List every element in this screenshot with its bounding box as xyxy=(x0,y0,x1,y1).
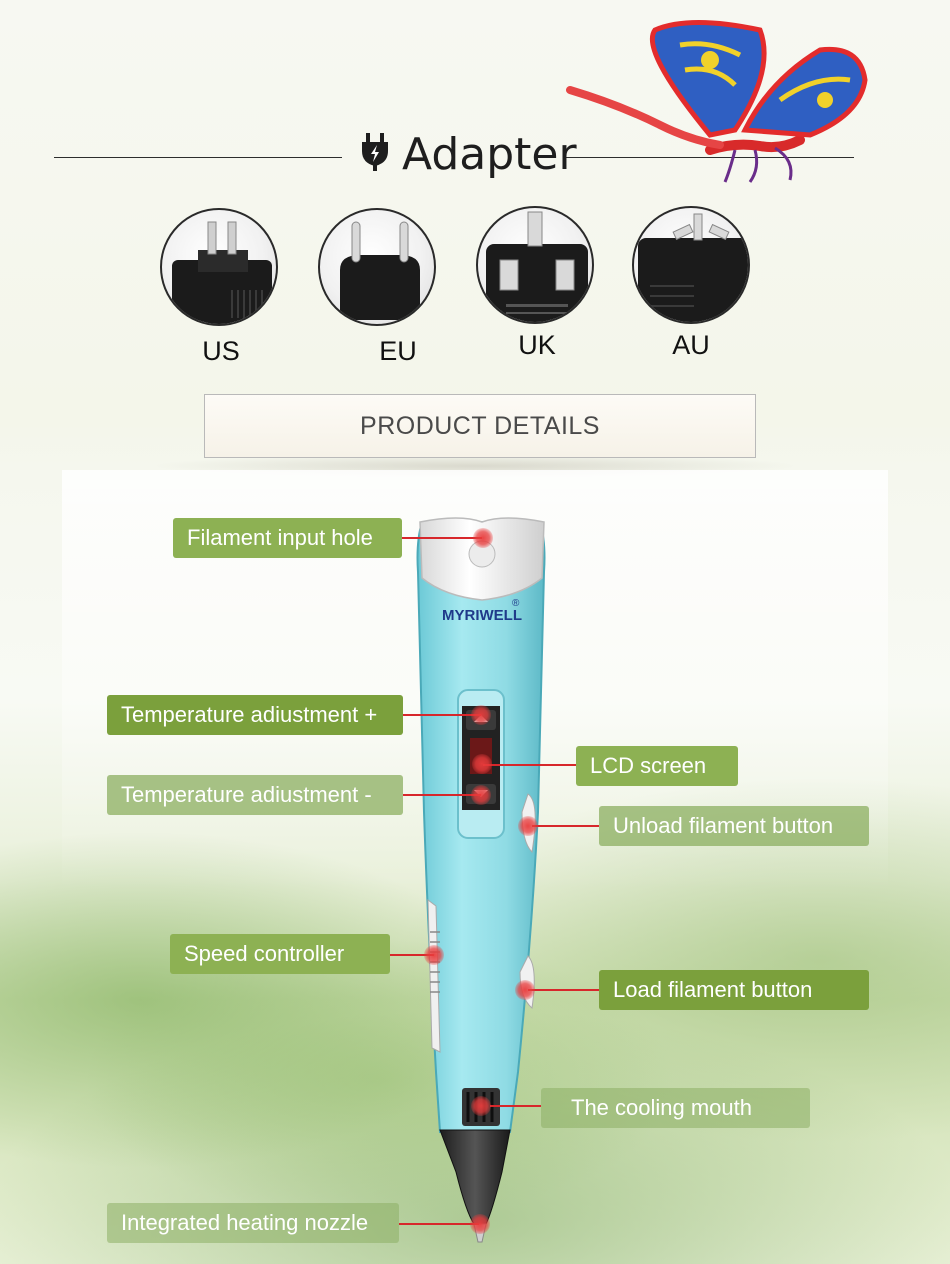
marker-cooling-mouth xyxy=(471,1096,491,1116)
3d-pen-illustration: MYRIWELL ® xyxy=(400,512,570,1252)
header-divider-left xyxy=(54,157,342,158)
callout-lcd-screen: LCD screen xyxy=(576,746,738,786)
leader-filament-input-hole xyxy=(402,537,482,539)
leader-unload-filament xyxy=(532,825,599,827)
pen-brand: MYRIWELL xyxy=(442,607,522,624)
adapter-heading: Adapter xyxy=(360,124,577,184)
marker-filament-input-hole xyxy=(473,528,493,548)
leader-heating-nozzle xyxy=(399,1223,479,1225)
callout-load-filament: Load filament button xyxy=(599,970,869,1010)
uk-label: UK xyxy=(518,330,556,360)
leader-cooling-mouth xyxy=(490,1105,541,1107)
eu-plug-icon xyxy=(318,208,436,326)
us-label: US xyxy=(202,336,240,366)
callout-speed-controller: Speed controller xyxy=(170,934,390,974)
callout-cooling-mouth: The cooling mouth xyxy=(541,1088,810,1128)
callout-unload-filament: Unload filament button xyxy=(599,806,869,846)
callout-temperature-plus: Temperature adiustment + xyxy=(107,695,403,735)
product-details-label: PRODUCT DETAILS xyxy=(360,411,600,440)
butterfly-illustration xyxy=(560,10,870,190)
plug-lightning-icon xyxy=(360,132,390,176)
pen-brand-mark: ® xyxy=(512,598,520,609)
leader-speed-controller xyxy=(390,954,434,956)
marker-speed-controller xyxy=(424,945,444,965)
marker-lcd-screen xyxy=(472,754,492,774)
product-details-banner: PRODUCT DETAILS xyxy=(204,394,756,458)
marker-temperature-plus xyxy=(471,705,491,725)
header-divider-right xyxy=(566,157,854,158)
marker-heating-nozzle xyxy=(470,1214,490,1234)
callout-filament-input-hole: Filament input hole xyxy=(173,518,402,558)
callout-heating-nozzle: Integrated heating nozzle xyxy=(107,1203,399,1243)
leader-temperature-minus xyxy=(403,794,481,796)
callout-temperature-minus: Temperature adiustment - xyxy=(107,775,403,815)
leader-load-filament xyxy=(528,989,599,991)
au-plug-icon xyxy=(632,206,750,324)
us-plug-icon xyxy=(160,208,278,326)
leader-temperature-plus xyxy=(403,714,481,716)
leader-lcd-screen xyxy=(483,764,576,766)
marker-load-filament xyxy=(515,980,535,1000)
eu-label: EU xyxy=(379,336,417,366)
page-title: Adapter xyxy=(402,128,577,180)
uk-plug-icon xyxy=(476,206,594,324)
marker-temperature-minus xyxy=(471,785,491,805)
au-label: AU xyxy=(672,330,710,360)
marker-unload-filament xyxy=(518,816,538,836)
